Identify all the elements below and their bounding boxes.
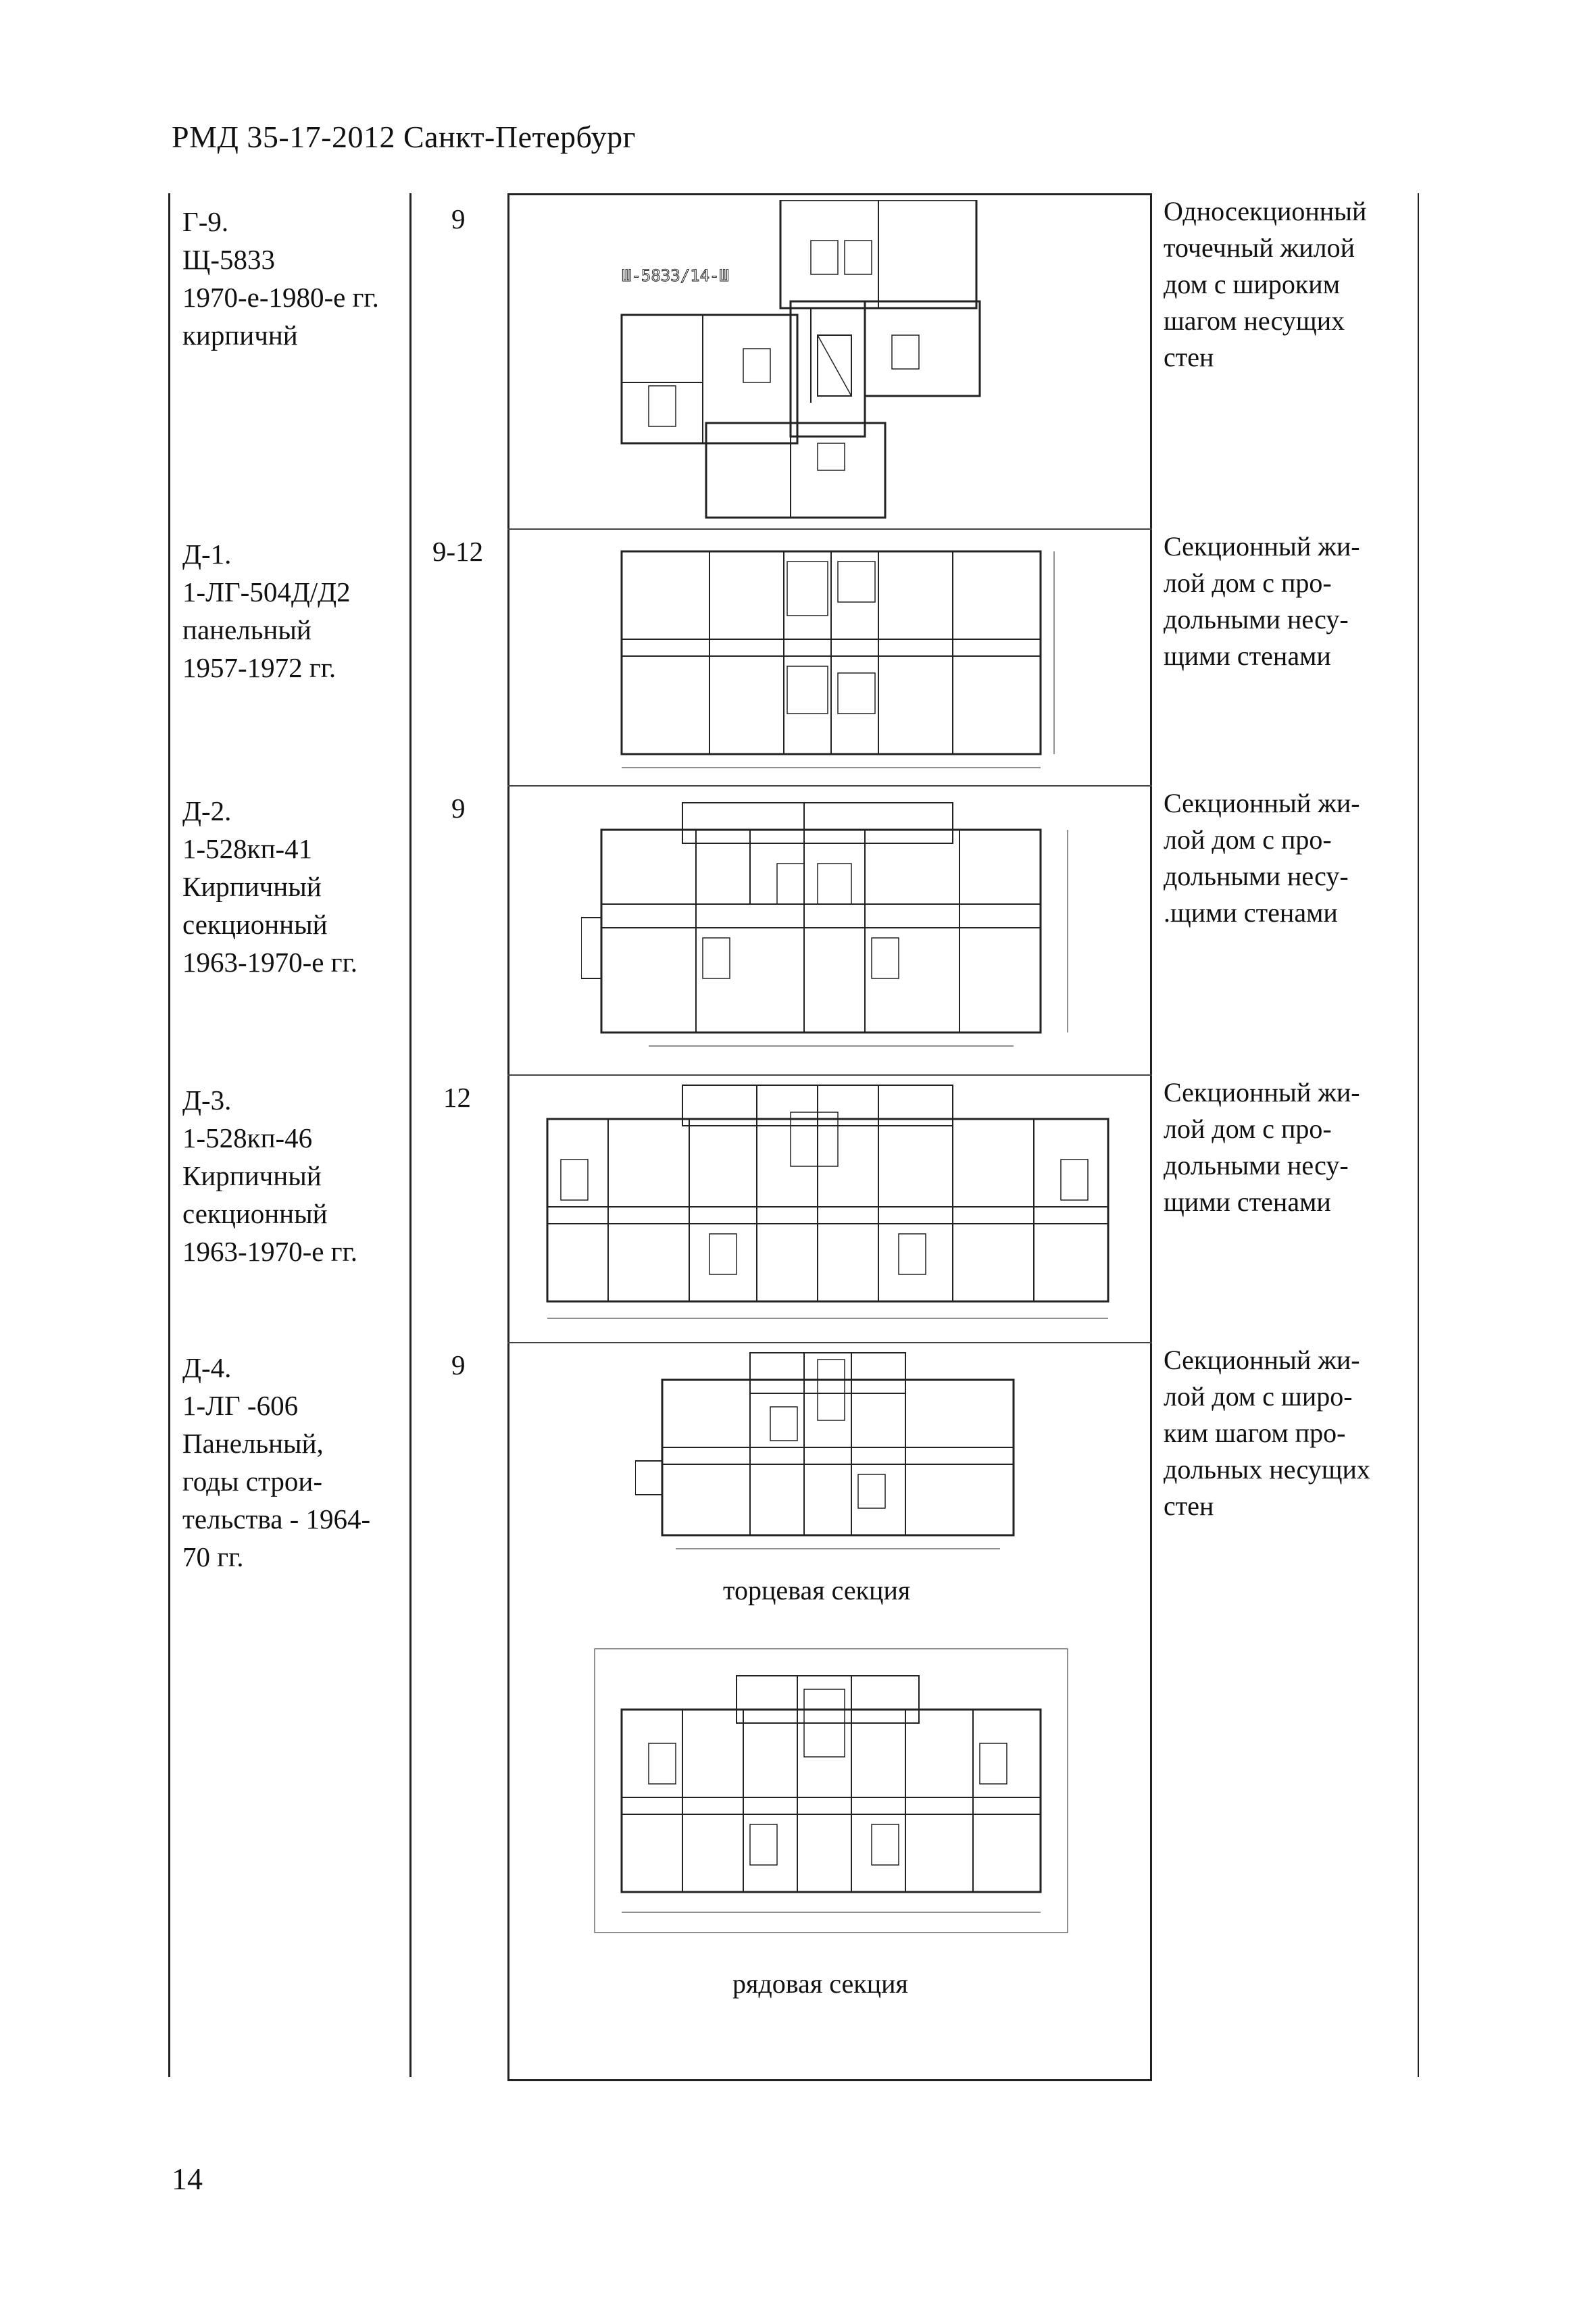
row-4-code: Д-3. 1-528кп-46 Кирпичный секционный 196… [182,1085,358,1267]
row-5-code: Д-4. 1-ЛГ -606 Панельный, годы строи- те… [182,1352,371,1572]
row-5-end-section-plan [635,1352,1015,1549]
row-1-description: Односекционный точечный жилой дом с широ… [1164,196,1367,372]
row-4-description: Секционный жи- лой дом с про- дольными н… [1164,1077,1360,1217]
row-3-floors: 9 [451,793,466,824]
row-divider-3 [507,1074,1152,1076]
row-2-floor-plan [620,550,1055,768]
row-2-description: Секционный жи- лой дом с про- дольными н… [1164,531,1360,671]
plan-frame-top [507,193,1152,195]
row-5-row-section-caption: рядовая секция [732,1968,908,1999]
row-1-code: Г-9. Щ-5833 1970-е-1980-е гг. кирпичнй [182,206,379,351]
row-5-end-section-caption: торцевая секция [723,1575,911,1605]
table-col-divider-1 [409,193,412,2077]
row-3-description: Секционный жи- лой дом с про- дольными н… [1164,788,1360,928]
svg-text:Ш-5833/14-Ш: Ш-5833/14-Ш [622,266,729,285]
page-number: 14 [172,2162,203,2196]
row-divider-4 [507,1342,1152,1343]
table-left-border [168,193,170,2077]
plan-frame-left [507,193,509,2081]
row-1-floors: 9 [451,203,466,234]
plan-frame-bottom [507,2079,1152,2081]
row-5-row-section-plan [594,1648,1068,1933]
row-4-floors: 12 [443,1082,471,1113]
plan-frame-right [1150,193,1152,2081]
row-divider-2 [507,785,1152,787]
row-5-floors: 9 [451,1349,466,1380]
row-4-floor-plan [546,1085,1109,1319]
row-3-code: Д-2. 1-528кп-41 Кирпичный секционный 196… [182,795,358,978]
row-divider-1 [507,528,1152,530]
row-3-floor-plan [581,802,1068,1047]
row-2-floors: 9-12 [432,536,484,567]
row-5-description: Секционный жи- лой дом с широ- ким шагом… [1164,1345,1370,1521]
table-right-border [1418,193,1419,2077]
page-header: РМД 35-17-2012 Санкт-Петербург [172,120,637,154]
row-1-floor-plan: Ш-5833/14-Ш [620,200,981,519]
row-2-code: Д-1. 1-ЛГ-504Д/Д2 панельный 1957-1972 гг… [182,539,351,683]
